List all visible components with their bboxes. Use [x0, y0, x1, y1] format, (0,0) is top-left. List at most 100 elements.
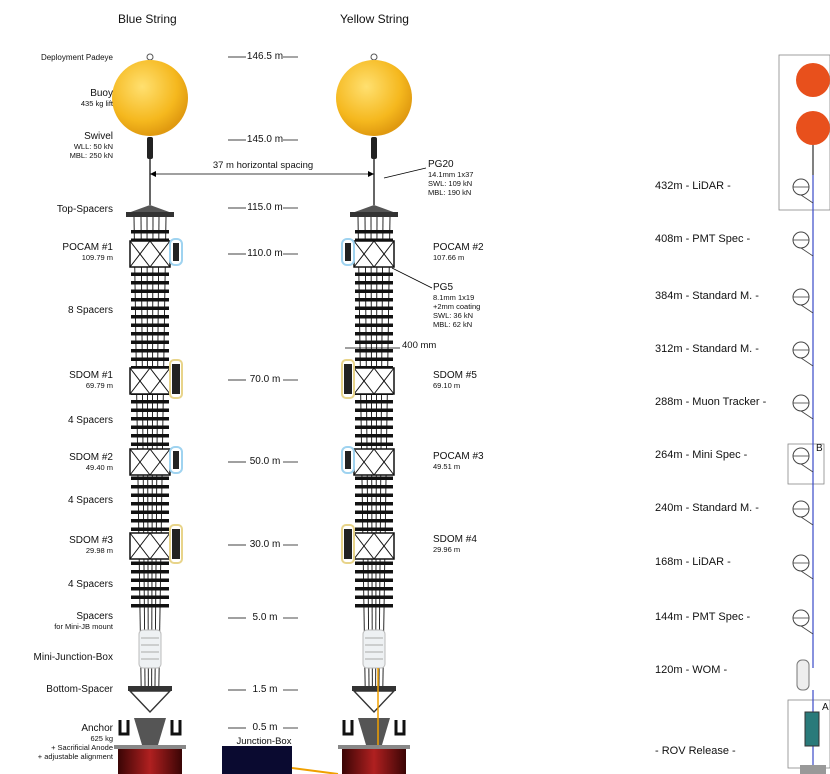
spacer — [131, 442, 169, 446]
frame-brace — [149, 367, 171, 395]
box-b — [787, 443, 825, 485]
pg5-line: SWL: 36 kN — [433, 311, 474, 320]
frame-brace — [129, 448, 151, 476]
top-spacer — [352, 205, 396, 213]
spacing-label: 37 m horizontal spacing — [212, 160, 314, 171]
spacer — [131, 476, 169, 480]
spacer — [131, 595, 169, 599]
pg5-title: PG5 — [433, 282, 454, 293]
rov-release — [804, 711, 820, 747]
spacer — [131, 425, 169, 429]
spacer — [131, 349, 169, 353]
component-title: Top-Spacers — [56, 204, 113, 215]
yellow-module-label: SDOM #5 69.10 m — [433, 371, 477, 391]
component-label: Top-Spacers — [57, 204, 113, 215]
spacer — [131, 323, 169, 327]
spacer — [131, 230, 169, 234]
frame-brace — [129, 367, 151, 395]
component-title: Deployment Padeye — [40, 53, 113, 62]
pg20-annotation: PG20 14.1mm 1x37 SWL: 109 kN MBL: 190 kN — [428, 160, 474, 198]
arrow-head — [150, 171, 156, 177]
mooring-string — [336, 53, 412, 774]
component-detail: MBL: 250 kN — [69, 151, 113, 160]
bottom-spacer — [352, 686, 396, 691]
component-detail: WLL: 50 kN — [73, 142, 113, 151]
yellow-module-label: POCAM #2 107.66 m — [433, 243, 484, 263]
frame-brace — [353, 448, 375, 476]
spacer — [131, 578, 169, 582]
buoy — [336, 60, 412, 136]
box-label-a: A — [822, 702, 829, 713]
spacer — [355, 417, 393, 421]
sdom-core — [172, 364, 180, 394]
component-title: POCAM #1 — [62, 242, 113, 253]
module-depth: 69.10 m — [433, 381, 461, 390]
box-label-b: B — [816, 443, 823, 454]
component-title: 4 Spacers — [67, 415, 113, 426]
depth-label: 145.0 m — [246, 134, 284, 145]
spacer — [131, 408, 169, 412]
module-frame — [129, 367, 171, 395]
depth-label: 1.5 m — [252, 684, 278, 695]
spacer — [355, 340, 393, 344]
component-title: Bottom-Spacer — [46, 684, 113, 695]
spacer — [355, 434, 393, 438]
pg5-leader — [391, 267, 433, 289]
instrument-label: 408m - PMT Spec - — [655, 233, 751, 245]
component-detail: 625 kg — [90, 734, 113, 743]
spacer — [355, 323, 393, 327]
anchor-base — [342, 748, 406, 774]
swivel — [371, 137, 377, 159]
junction-box — [222, 746, 292, 774]
spacer — [131, 561, 169, 565]
yellow-module-label: POCAM #3 49.51 m — [433, 452, 484, 472]
anchor-hook — [342, 720, 354, 736]
instrument-label: 240m - Standard M. - — [655, 502, 759, 514]
component-detail: 69.79 m — [85, 381, 113, 390]
frame-brace — [149, 448, 171, 476]
instrument-label: 432m - LiDAR - — [655, 180, 731, 192]
pocam-core — [345, 243, 351, 261]
spacer — [355, 298, 393, 302]
spacer — [131, 485, 169, 489]
frame-brace — [149, 240, 171, 268]
swivel — [147, 137, 153, 159]
spacer — [355, 442, 393, 446]
component-label: 4 Spacers — [68, 495, 113, 506]
frame-brace — [353, 367, 375, 395]
component-label: Deployment Padeye — [41, 52, 113, 63]
spacer — [131, 510, 169, 514]
anchor-weight — [134, 718, 166, 745]
bottom-spacer — [128, 686, 172, 691]
spacer — [355, 570, 393, 574]
frame-brace — [353, 240, 375, 268]
buoy — [112, 60, 188, 136]
frame-brace — [373, 240, 395, 268]
instrument-bracket — [800, 463, 814, 473]
instrument-bracket — [800, 570, 814, 580]
padeye — [146, 53, 154, 61]
pg5-line: 8.1mm 1x19 — [433, 293, 475, 302]
spacer — [355, 476, 393, 480]
spacer — [355, 306, 393, 310]
spacer — [355, 502, 393, 506]
bottom-bridle — [128, 690, 172, 714]
pocam-core — [173, 243, 179, 261]
spacer — [355, 510, 393, 514]
yellow-module-label: SDOM #4 29.96 m — [433, 535, 477, 555]
component-title: Mini-Junction-Box — [33, 652, 113, 663]
instrument-label: 144m - PMT Spec - — [655, 611, 751, 623]
spacer — [355, 230, 393, 234]
float — [796, 63, 830, 97]
frame-brace — [373, 448, 395, 476]
spacer — [355, 527, 393, 531]
spacer — [131, 272, 169, 276]
frame-brace — [129, 532, 151, 560]
component-detail: 435 kg lift — [80, 99, 113, 108]
pg20-line: 14.1mm 1x37 — [428, 170, 474, 179]
